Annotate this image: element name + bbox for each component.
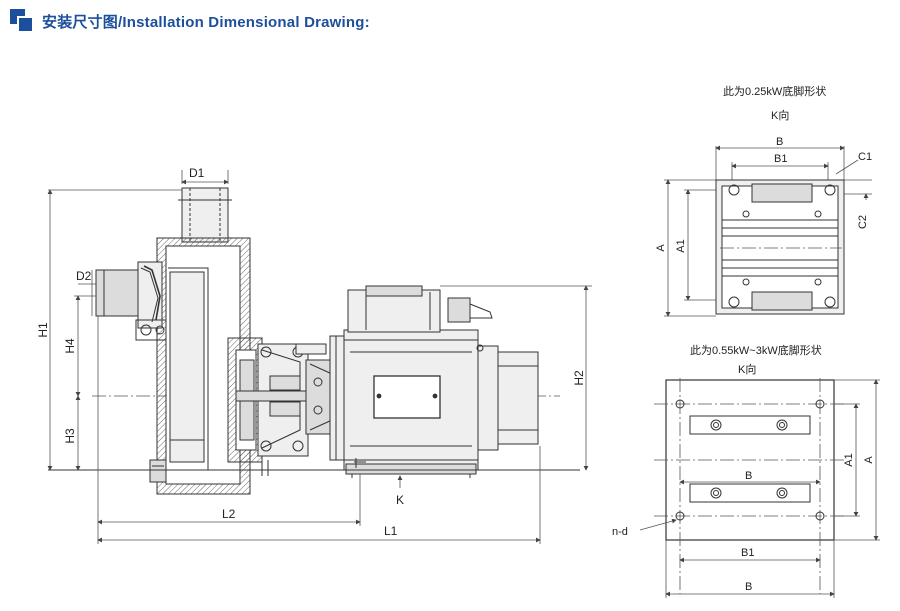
foot-small-caption: 此为0.25kW底脚形状	[723, 84, 826, 98]
terminal-box	[347, 289, 441, 333]
foot-large-dim-a1: A1	[843, 453, 855, 466]
dim-label-l2: L2	[222, 507, 236, 521]
motor-flange	[329, 335, 345, 461]
foot-large-dim-a: A	[863, 456, 875, 464]
dim-label-d2: D2	[76, 269, 92, 283]
suction-inlet	[95, 269, 139, 317]
foot-slot-lower	[689, 483, 811, 503]
foot-large-dim-b: B	[745, 581, 752, 593]
pump-side-view: D1 D2 H1 H4 H3 H2 L2 L1 K	[36, 166, 592, 544]
foot-view-large: 此为0.55kW~3kW底脚形状 K向 B A1 A	[612, 343, 880, 598]
foot-large-dim-nd: n-d	[612, 526, 628, 538]
dim-label-h1: H1	[36, 322, 50, 338]
foot-small-dim-a1: A1	[675, 239, 687, 252]
section-title: 安装尺寸图/Installation Dimensional Drawing:	[42, 13, 370, 31]
foot-large-caption: 此为0.55kW~3kW底脚形状	[690, 343, 822, 357]
fan-cover	[497, 351, 539, 445]
foot-slot-upper	[689, 415, 811, 435]
dim-label-h4: H4	[63, 338, 77, 354]
motor-foot	[345, 463, 477, 475]
foot-large-view-label: K向	[738, 362, 756, 376]
dim-label-h2: H2	[572, 370, 586, 386]
motor-nameplate	[373, 375, 441, 419]
section-marker-icon	[10, 9, 34, 33]
dim-label-d1: D1	[189, 166, 205, 180]
foot-view-small: 此为0.25kW底脚形状 K向 B B1 C1 C2 A A1	[655, 84, 872, 317]
dim-label-h3: H3	[63, 428, 77, 444]
foot-small-dim-b: B	[776, 136, 783, 148]
foot-small-dim-a: A	[655, 244, 667, 252]
foot-large-dim-b1: B1	[741, 547, 754, 559]
foot-small-dim-b1: B1	[774, 153, 787, 165]
dim-label-l1: L1	[384, 524, 398, 538]
foot-small-dim-c1: C1	[858, 151, 872, 163]
foot-small-dim-c2: C2	[857, 215, 869, 229]
foot-large-dim-b-inner: B	[745, 470, 752, 482]
discharge-pipe	[181, 187, 229, 243]
foot-small-view-label: K向	[771, 108, 789, 122]
view-k-label: K	[396, 493, 404, 507]
section-header: 安装尺寸图/Installation Dimensional Drawing:	[10, 8, 370, 34]
